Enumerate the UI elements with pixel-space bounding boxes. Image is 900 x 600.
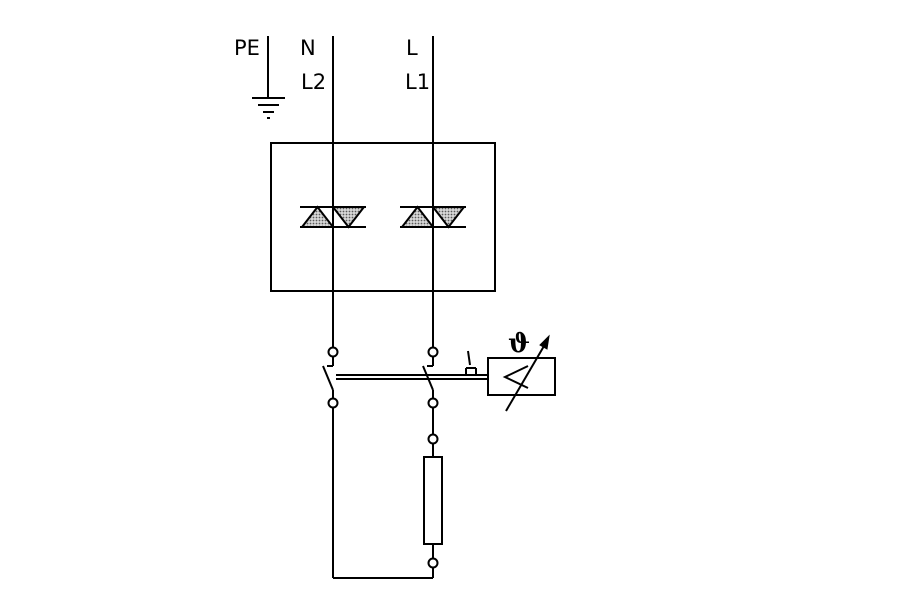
thermostat xyxy=(487,334,556,412)
label-l: L xyxy=(406,36,418,60)
ground-symbol xyxy=(252,36,285,119)
suppressor-diode-l xyxy=(399,205,467,229)
label-pe: PE xyxy=(234,36,260,60)
label-l2: L2 xyxy=(301,70,326,94)
module-box xyxy=(270,142,496,292)
switch-contact-n xyxy=(322,346,339,409)
mechanical-linkage xyxy=(336,350,488,380)
label-l1: L1 xyxy=(405,70,430,94)
heating-element xyxy=(423,456,443,545)
label-n: N xyxy=(300,36,316,60)
lower-wiring xyxy=(332,408,439,579)
switch-contact-l xyxy=(422,346,439,409)
theta-symbol: ϑ xyxy=(508,329,530,359)
suppressor-diode-n xyxy=(299,205,367,229)
